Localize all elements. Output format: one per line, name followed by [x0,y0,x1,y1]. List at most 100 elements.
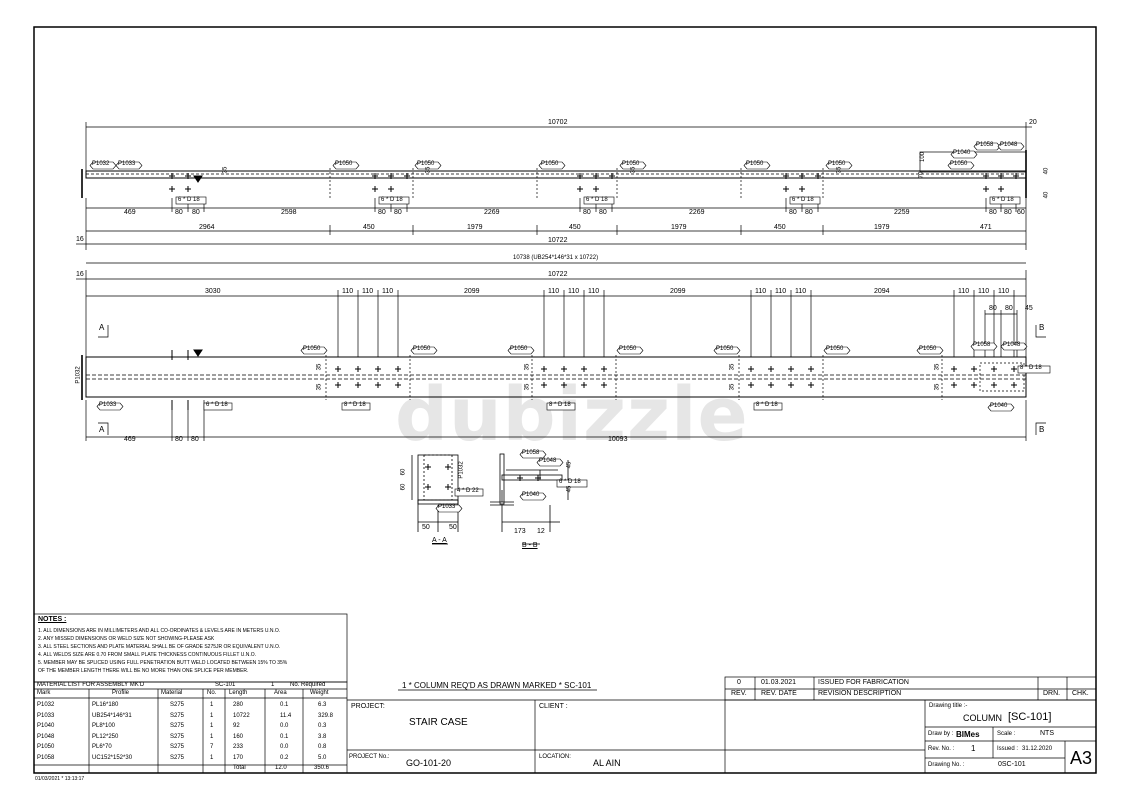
material-cell: 170 [233,754,244,761]
rev-date-header: REV. DATE [761,690,797,697]
material-cell: S275 [170,754,185,761]
bolt-note: 6 * D 18 [559,479,581,485]
section-aa-title: A - A [432,537,447,544]
dim-80: 80 [175,209,183,216]
mark-tag-outline [947,161,975,170]
project-label: PROJECT: [351,703,385,710]
mark-p1050: P1050 [619,346,637,352]
material-cell: 1 [210,702,214,708]
note-line: 2. ANY MISSED DIMENSIONS OR WELD SIZE NO… [38,636,215,642]
bolt-note: 8 * D 18 [1020,365,1042,371]
material-cell: 0.0 [280,744,289,750]
bolt-note: 6 * D 18 [178,197,200,203]
mark-tags [89,142,1051,513]
vertical-dim: 35 [934,363,941,371]
section-mark-a: A [99,425,105,434]
col-mark: Mark [37,690,51,696]
member-label: 10738 (UB254*146*31 x 10722) [513,255,599,261]
material-cell: 0.2 [280,754,289,761]
dim-110: 110 [588,288,600,295]
dim-110: 110 [998,288,1010,295]
dim-10093: 10093 [608,436,628,443]
note-line: 1. ALL DIMENSIONS ARE IN MILLIMETERS AND… [38,628,281,634]
vertical-dim: 35 [836,166,843,174]
drawing-title: COLUMN [963,713,1003,723]
project-no-value: GO-101-20 [406,758,452,768]
mark-p1050: P1050 [413,346,431,352]
mark-p1050: P1050 [622,161,640,167]
mark-p1050: P1050 [417,161,435,167]
material-cell: S275 [170,702,185,708]
dim-450: 450 [569,224,581,231]
dim-450: 450 [774,224,786,231]
material-cell: 7 [210,744,214,750]
vertical-dim: 40 [1043,191,1050,199]
mark-p1040: P1040 [522,492,540,498]
material-cell: UC152*152*30 [92,754,133,761]
mark-p1033: P1033 [99,402,117,408]
location-value: AL AIN [593,758,621,768]
location-label: LOCATION: [539,754,571,760]
dim-1979: 1979 [874,224,890,231]
bolt-note-box [789,196,821,205]
rev-header: REV. [731,690,747,697]
material-cell: 0.8 [318,744,327,750]
drn-header: DRN. [1043,690,1061,697]
bolt-note: 6 * D 18 [206,402,228,408]
rev-number: 0 [737,679,741,686]
material-cell: PL12*250 [92,733,119,740]
dim-3030: 3030 [205,288,221,295]
material-list-assembly: SC-101 [215,682,236,688]
mark-tag-outline [519,492,547,501]
vertical-dim: 40 [1043,167,1050,175]
material-cell: 1 [210,754,214,761]
bolt-note-box [454,488,484,497]
dim-50: 50 [422,524,430,531]
mark-p1050: P1050 [826,346,844,352]
mark-p1050: P1050 [950,161,968,167]
mark-p1033: P1033 [118,161,136,167]
vertical-dim: 100 [920,151,927,163]
mark-tag-outline [300,346,328,355]
mark-p1050: P1050 [828,161,846,167]
dim-80: 80 [789,209,797,216]
drawing-title-label: Drawing title :- [929,703,968,709]
section-bb-view [490,453,569,545]
dim-2964: 2964 [199,224,215,231]
elevation-bolts [169,173,1019,192]
mark-p1050: P1050 [919,346,937,352]
rev-no-label: Rev. No. : [928,746,955,752]
col-length: Length [229,690,248,696]
dim-469: 469 [124,436,136,443]
mark-p1032: P1032 [75,366,82,384]
bolt-note-box [378,196,410,205]
mark-tag-outline [96,402,124,411]
dim-1979: 1979 [467,224,483,231]
notes-box [33,613,348,774]
watermark: dubizzle [395,372,749,458]
dim-110: 110 [548,288,560,295]
dim-110: 110 [978,288,990,295]
dim-2598: 2598 [281,209,297,216]
dim-110: 110 [795,288,807,295]
dim-80: 80 [989,209,997,216]
material-cell: P1033 [37,712,55,719]
mark-p1050: P1050 [303,346,321,352]
mark-p1050: P1050 [541,161,559,167]
dim-110: 110 [362,288,374,295]
material-cell: UB254*146*31 [92,712,132,719]
mark-p1033: P1033 [438,504,456,510]
bolt-note-box [989,196,1021,205]
dim-2269: 2269 [484,209,500,216]
material-cell: 10722 [233,712,250,719]
dim-469: 469 [124,209,136,216]
mark-p1050: P1050 [746,161,764,167]
vertical-dim: 35 [729,383,736,391]
project-no-label: PROJECT No.: [349,754,390,760]
dim-173: 173 [514,528,526,535]
bolt-note: 4 * D 22 [457,488,479,494]
dim-80: 80 [378,209,386,216]
mark-tag-outline [997,142,1025,151]
dim-2259: 2259 [894,209,910,216]
section-mark-a: A [99,323,105,332]
